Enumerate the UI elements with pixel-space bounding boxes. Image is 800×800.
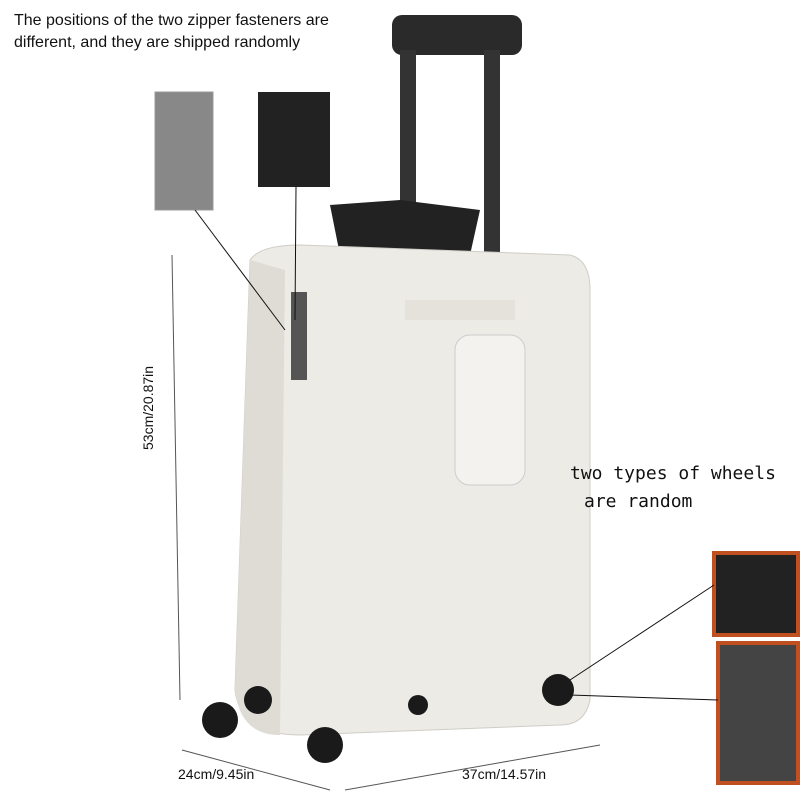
- wheels-note-line1: two types of wheels: [570, 463, 776, 484]
- zipper-note: The positions of the two zipper fastener…: [14, 12, 329, 51]
- depth-label: 24cm/9.45in: [178, 766, 255, 782]
- phone: [330, 200, 480, 255]
- cup-holder: [454, 334, 526, 486]
- tsa-lock: [291, 292, 307, 380]
- zipper-inset-1: [154, 91, 214, 211]
- width-label: 37cm/14.57in: [462, 766, 547, 782]
- wheels-note: two types of wheels are random: [570, 460, 776, 516]
- wheels: [202, 674, 574, 763]
- zipper-inset-2: [258, 92, 330, 187]
- wheel-inset-1: [712, 551, 800, 637]
- height-line: [171, 254, 181, 701]
- depth-line: [181, 749, 331, 791]
- wheel-inset-2: [716, 641, 800, 785]
- wheels-note-line2: are random: [584, 491, 693, 512]
- height-label: 53cm/20.87in: [140, 365, 156, 450]
- width-line: [344, 744, 601, 791]
